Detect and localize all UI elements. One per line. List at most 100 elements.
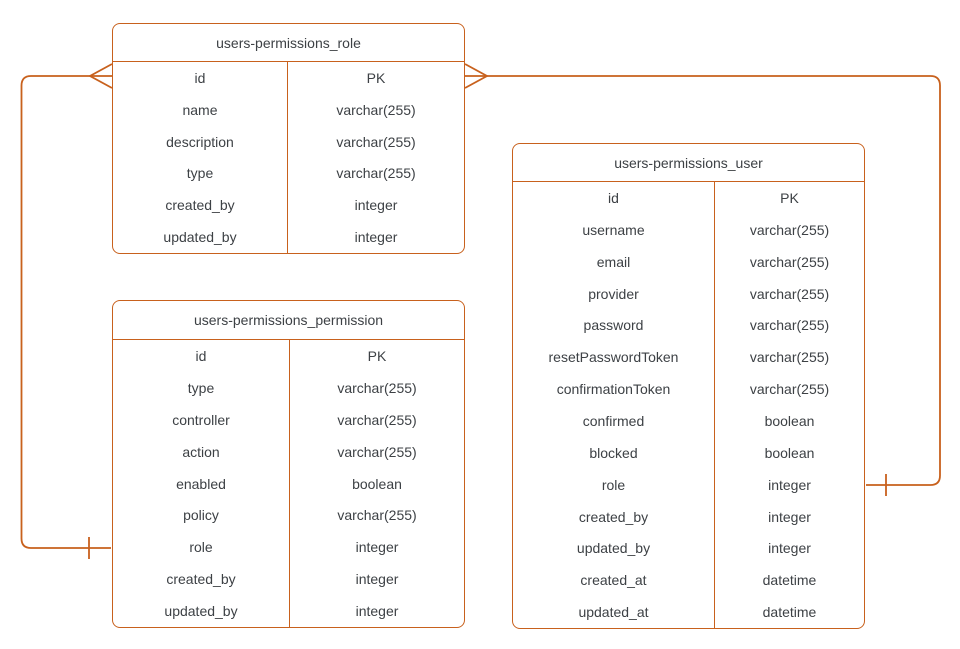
table-row: policy varchar(255) <box>113 499 464 532</box>
table-row: confirmed boolean <box>513 405 864 437</box>
table-row: role integer <box>113 531 464 564</box>
table-row: updated_by integer <box>113 221 464 253</box>
field-name: id <box>113 340 290 372</box>
crow-foot-many-icon <box>88 63 113 89</box>
field-name: enabled <box>113 467 290 500</box>
table-row: confirmationToken varchar(255) <box>513 373 864 406</box>
field-type: integer <box>355 539 399 556</box>
table-fields: id PK type varchar(255) controller varch… <box>113 340 464 628</box>
field-name: id <box>113 62 288 94</box>
field-name: password <box>513 309 715 342</box>
table-row: role integer <box>513 468 864 501</box>
table-row: created_at datetime <box>513 564 864 597</box>
field-type: varchar(255) <box>749 381 830 398</box>
field-type: datetime <box>762 572 817 589</box>
table-row: id PK <box>513 182 864 214</box>
field-type: PK <box>366 69 386 86</box>
field-name: created_by <box>513 500 715 533</box>
field-type: varchar(255) <box>337 411 417 428</box>
field-name: email <box>513 245 715 278</box>
table-fields: id PK name varchar(255) description varc… <box>113 62 464 253</box>
table-row: action varchar(255) <box>113 435 464 468</box>
crow-foot-many-icon <box>464 63 489 89</box>
field-name: created_by <box>113 189 288 222</box>
table-row: id PK <box>113 62 464 94</box>
field-name: id <box>513 182 715 214</box>
table-row: type varchar(255) <box>113 157 464 190</box>
field-name: type <box>113 157 288 190</box>
field-type: boolean <box>352 475 402 492</box>
field-name: action <box>113 435 290 468</box>
field-type: PK <box>780 189 799 206</box>
field-name: created_by <box>113 563 290 596</box>
field-type: datetime <box>762 604 817 621</box>
field-name: resetPasswordToken <box>513 341 715 374</box>
field-name: username <box>513 213 715 246</box>
relationship-role-to-permission[interactable] <box>20 63 113 559</box>
field-name: policy <box>113 499 290 532</box>
table-row: username varchar(255) <box>513 213 864 246</box>
relationship-role-to-user[interactable] <box>464 63 941 496</box>
field-type: integer <box>768 540 811 557</box>
field-name: confirmationToken <box>513 373 715 406</box>
connector-line <box>465 75 941 486</box>
field-type: varchar(255) <box>337 443 417 460</box>
field-type: integer <box>354 197 398 214</box>
field-type: varchar(255) <box>337 507 417 524</box>
field-type: integer <box>355 571 399 588</box>
field-type: integer <box>354 229 398 246</box>
field-type: varchar(255) <box>336 133 416 150</box>
table-row: type varchar(255) <box>113 371 464 404</box>
field-type: boolean <box>764 444 815 461</box>
table-users-permissions-permission[interactable]: users-permissions_permission id PK type … <box>112 300 465 628</box>
field-type: integer <box>768 508 811 525</box>
table-row: updated_by integer <box>113 595 464 628</box>
table-fields: id PK username varchar(255) email varcha… <box>513 182 864 629</box>
field-name: created_at <box>513 564 715 597</box>
field-name: type <box>113 371 290 404</box>
table-title: users-permissions_user <box>513 144 864 182</box>
table-row: created_by integer <box>113 189 464 222</box>
table-row: id PK <box>113 340 464 372</box>
field-name: confirmed <box>513 405 715 437</box>
field-type: varchar(255) <box>749 317 830 334</box>
table-row: enabled boolean <box>113 467 464 500</box>
field-type: PK <box>367 347 387 364</box>
table-row: controller varchar(255) <box>113 403 464 436</box>
field-type: varchar(255) <box>749 349 830 366</box>
field-name: description <box>113 125 288 158</box>
field-name: name <box>113 93 288 126</box>
field-name: provider <box>513 277 715 310</box>
table-row: provider varchar(255) <box>513 277 864 310</box>
field-type: varchar(255) <box>336 165 416 182</box>
field-name: updated_by <box>113 221 288 253</box>
table-row: updated_by integer <box>513 532 864 565</box>
field-type: varchar(255) <box>749 285 830 302</box>
field-name: updated_by <box>113 595 290 628</box>
field-name: updated_at <box>513 596 715 629</box>
table-row: resetPasswordToken varchar(255) <box>513 341 864 374</box>
table-users-permissions-user[interactable]: users-permissions_user id PK username va… <box>512 143 865 629</box>
connector-line <box>20 75 112 549</box>
table-title: users-permissions_permission <box>113 301 464 340</box>
table-row: created_by integer <box>513 500 864 533</box>
field-type: boolean <box>764 412 815 429</box>
field-name: controller <box>113 403 290 436</box>
table-row: password varchar(255) <box>513 309 864 342</box>
table-row: name varchar(255) <box>113 93 464 126</box>
field-name: role <box>513 468 715 501</box>
field-type: varchar(255) <box>749 221 830 238</box>
field-name: role <box>113 531 290 564</box>
table-row: description varchar(255) <box>113 125 464 158</box>
table-row: blocked boolean <box>513 436 864 469</box>
table-title: users-permissions_role <box>113 24 464 62</box>
field-type: varchar(255) <box>336 101 416 118</box>
field-name: blocked <box>513 436 715 469</box>
table-row: created_by integer <box>113 563 464 596</box>
table-row: updated_at datetime <box>513 596 864 629</box>
field-type: varchar(255) <box>337 379 417 396</box>
table-users-permissions-role[interactable]: users-permissions_role id PK name varcha… <box>112 23 465 254</box>
field-type: integer <box>768 476 811 493</box>
